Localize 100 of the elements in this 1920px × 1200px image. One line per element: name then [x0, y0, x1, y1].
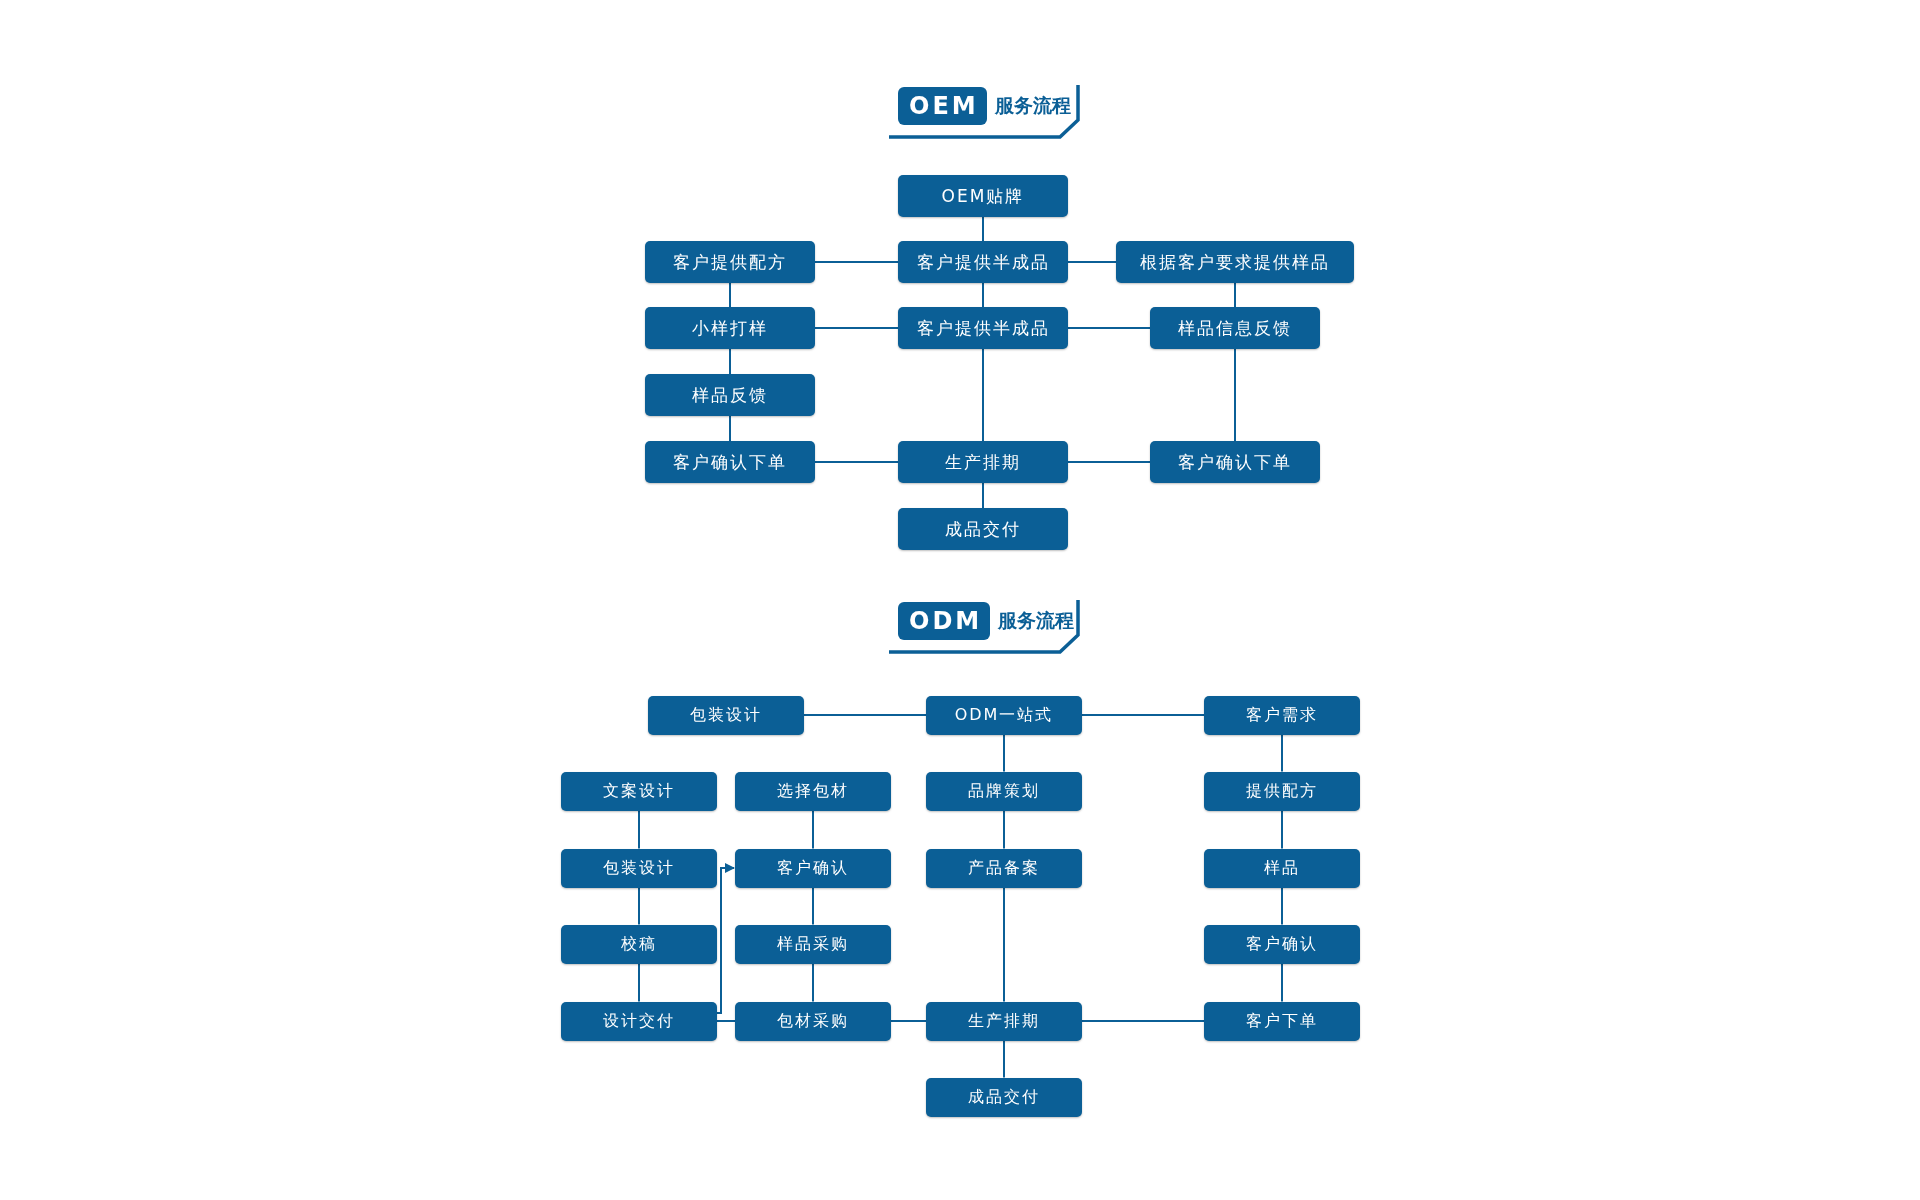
box-label: 提供配方 — [1246, 780, 1318, 802]
box-label: 样品信息反馈 — [1178, 316, 1292, 340]
connector-line — [982, 216, 984, 242]
box-label: OEM贴牌 — [941, 184, 1025, 208]
box-label: 设计交付 — [603, 1010, 675, 1032]
box-label: 样品 — [1264, 857, 1300, 879]
connector-line — [1067, 461, 1151, 463]
process-box — [645, 441, 815, 483]
process-box — [1204, 695, 1360, 735]
box-label: 包装设计 — [690, 704, 762, 726]
process-box — [561, 924, 717, 964]
box-label: 客户提供半成品 — [916, 250, 1050, 274]
connector-line — [1003, 886, 1005, 1003]
box-label: 根据客户要求提供样品 — [1140, 250, 1330, 274]
box-label: 客户确认 — [777, 857, 849, 879]
connector-line — [1003, 733, 1005, 773]
box-label: 成品交付 — [968, 1086, 1040, 1108]
process-box — [926, 695, 1082, 735]
process-box — [926, 771, 1082, 811]
connector-line — [729, 282, 731, 308]
connector-line — [729, 348, 731, 375]
connector-line — [1067, 261, 1117, 263]
heading-text: 服务流程 — [994, 93, 1071, 118]
process-box — [735, 771, 891, 811]
process-box — [898, 441, 1068, 483]
box-label: 产品备案 — [968, 857, 1040, 879]
arrow — [716, 863, 735, 1014]
connector-line — [812, 809, 814, 850]
connector-line — [814, 261, 899, 263]
process-box — [898, 508, 1068, 550]
box-label: 客户确认 — [1246, 933, 1318, 955]
connector-line — [1281, 809, 1283, 850]
box-label: 成品交付 — [945, 517, 1021, 541]
box-label: 客户提供半成品 — [916, 316, 1050, 340]
connector-line — [1281, 962, 1283, 1003]
process-box — [561, 771, 717, 811]
connector-line — [638, 962, 640, 1003]
connector-line — [803, 714, 927, 716]
connector-line — [1003, 809, 1005, 850]
heading-text: 服务流程 — [998, 608, 1075, 633]
connector-line — [1081, 1020, 1205, 1022]
process-box — [735, 1001, 891, 1041]
box-label: 品牌策划 — [968, 780, 1040, 802]
process-box — [735, 924, 891, 964]
process-box — [1204, 924, 1360, 964]
process-box — [561, 1001, 717, 1041]
connector-line — [1067, 327, 1151, 329]
connector-line — [982, 348, 984, 442]
connector-line — [814, 461, 899, 463]
box-label: 文案设计 — [603, 780, 675, 802]
box-label: 包装设计 — [603, 857, 675, 879]
connector-line — [1281, 886, 1283, 926]
box-label: 客户下单 — [1246, 1010, 1318, 1032]
process-box — [561, 848, 717, 888]
process-box — [926, 848, 1082, 888]
connector-line — [1234, 282, 1236, 308]
process-box — [898, 307, 1068, 349]
box-label: 样品采购 — [777, 933, 849, 955]
connector-line — [1234, 348, 1236, 442]
box-label: 生产排期 — [945, 450, 1021, 474]
heading-badge: OEM — [898, 87, 987, 125]
box-label: 校稿 — [621, 933, 657, 955]
process-box — [926, 1001, 1082, 1041]
process-box — [645, 374, 815, 416]
process-box — [1150, 307, 1320, 349]
process-box — [645, 241, 815, 283]
connector-line — [1281, 733, 1283, 773]
process-box — [1204, 848, 1360, 888]
heading-badge: ODM — [898, 602, 991, 640]
process-box — [898, 175, 1068, 217]
process-box — [735, 848, 891, 888]
connector-line — [729, 415, 731, 442]
connector-line — [982, 282, 984, 308]
connector-line — [812, 886, 814, 926]
process-box — [898, 241, 1068, 283]
connector-line — [812, 962, 814, 1003]
box-label: 小样打样 — [692, 316, 768, 340]
process-box — [1204, 1001, 1360, 1041]
process-box — [1204, 771, 1360, 811]
box-label: 客户需求 — [1246, 704, 1318, 726]
box-label: 客户提供配方 — [673, 250, 787, 274]
box-label: 客户确认下单 — [1178, 450, 1292, 474]
process-box — [645, 307, 815, 349]
connector-line — [982, 482, 984, 509]
connector-line — [814, 327, 899, 329]
box-label: ODM一站式 — [954, 704, 1054, 726]
connector-line — [638, 886, 640, 926]
box-label: 生产排期 — [968, 1010, 1040, 1032]
process-box — [926, 1077, 1082, 1117]
connector-line — [890, 1020, 927, 1022]
process-box — [648, 695, 804, 735]
connector-line — [716, 1020, 736, 1022]
process-box — [1150, 441, 1320, 483]
connector-line — [1003, 1039, 1005, 1079]
box-label: 包材采购 — [777, 1010, 849, 1032]
process-box — [1116, 241, 1354, 283]
box-label: 客户确认下单 — [673, 450, 787, 474]
box-label: 选择包材 — [777, 780, 849, 802]
box-label: 样品反馈 — [692, 383, 768, 407]
connector-line — [1081, 714, 1205, 716]
